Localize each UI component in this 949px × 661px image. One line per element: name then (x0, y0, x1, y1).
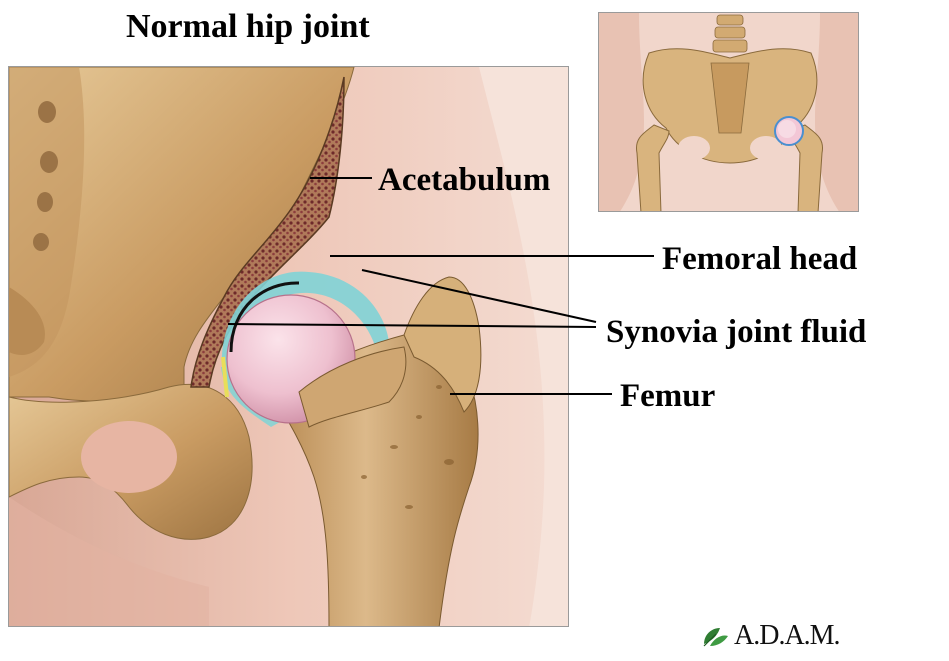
obturator-foramen (81, 421, 177, 493)
spine (713, 15, 747, 52)
logo-text: A.D.A.M. (734, 620, 840, 652)
femur-label: Femur (620, 380, 715, 413)
pelvis-overview-inset (598, 12, 859, 212)
hip-joint-illustration (8, 66, 569, 627)
leaf-icon (700, 624, 730, 648)
synovia-label: Synovia joint fluid (606, 316, 866, 349)
diagram-title: Normal hip joint (126, 8, 370, 46)
acetabulum-label: Acetabulum (378, 164, 550, 197)
femoral-head-label: Femoral head (662, 243, 857, 276)
adam-logo: A.D.A.M. (700, 620, 840, 652)
